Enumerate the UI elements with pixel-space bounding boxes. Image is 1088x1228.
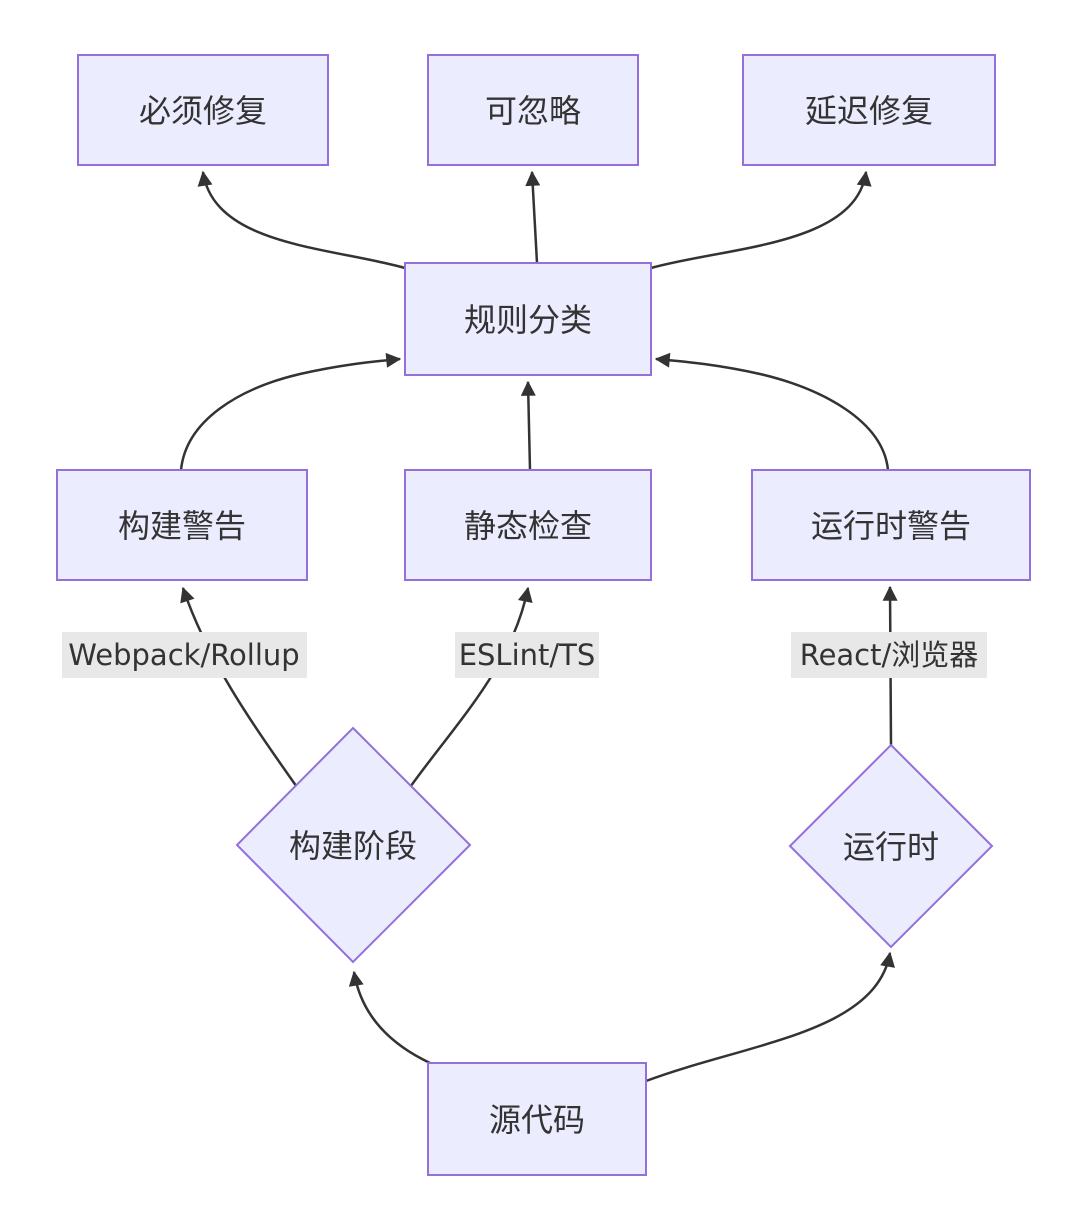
edge-source-to-build-phase xyxy=(348,970,431,1065)
node-build-phase: 构建阶段 xyxy=(235,726,472,964)
node-box xyxy=(77,54,329,166)
node-ignorable: 可忽略 xyxy=(427,54,639,166)
node-box xyxy=(404,469,652,581)
edge-label-react-browser: React/浏览器 xyxy=(791,632,987,678)
node-label: 可忽略 xyxy=(485,92,581,130)
edge-rule-classify-to-ignorable xyxy=(525,170,541,264)
node-label: 必须修复 xyxy=(139,92,267,130)
node-label: 构建阶段 xyxy=(289,827,417,865)
node-label: 延迟修复 xyxy=(805,92,933,130)
edge-label-bg xyxy=(791,632,987,678)
edge-label-text: Webpack/Rollup xyxy=(68,638,299,672)
edge-label-eslint-ts: ESLint/TS xyxy=(455,632,599,678)
edge-label-bg xyxy=(455,632,599,678)
node-box xyxy=(742,54,996,166)
node-diamond-shape xyxy=(788,743,994,949)
node-diamond-shape xyxy=(235,726,472,964)
edge-build-phase-to-build-warning xyxy=(180,586,301,791)
node-runtime-warning: 运行时警告 xyxy=(751,469,1031,581)
node-box xyxy=(427,54,639,166)
node-box xyxy=(56,469,308,581)
node-static-check: 静态检查 xyxy=(404,469,652,581)
node-label: 构建警告 xyxy=(118,507,246,545)
node-label: 规则分类 xyxy=(464,301,592,339)
edge-label-text: ESLint/TS xyxy=(459,638,596,672)
edge-label-webpack-rollup: Webpack/Rollup xyxy=(62,632,307,678)
edge-rule-classify-to-must-fix xyxy=(197,170,406,270)
edge-rule-classify-to-deferred-fix xyxy=(650,170,872,270)
edge-runtime-warning-to-rule-classify xyxy=(654,352,890,471)
node-label: 源代码 xyxy=(489,1101,585,1139)
edge-label-text: React/浏览器 xyxy=(800,638,979,672)
node-deferred-fix: 延迟修复 xyxy=(742,54,996,166)
node-label: 静态检查 xyxy=(464,507,592,545)
node-source: 源代码 xyxy=(427,1062,647,1176)
edge-static-check-to-rule-classify xyxy=(520,380,536,471)
edge-source-to-runtime-phase xyxy=(645,951,895,1083)
edge-label-bg xyxy=(62,632,307,678)
node-box xyxy=(404,262,652,376)
node-label: 运行时警告 xyxy=(811,507,971,545)
edge-build-phase-to-static-check xyxy=(406,586,533,791)
edge-build-warning-to-rule-classify xyxy=(179,352,402,471)
node-box xyxy=(427,1062,647,1176)
node-box xyxy=(751,469,1031,581)
node-runtime-phase: 运行时 xyxy=(788,743,994,949)
node-must-fix: 必须修复 xyxy=(77,54,329,166)
node-label: 运行时 xyxy=(843,828,939,866)
node-rule-classify: 规则分类 xyxy=(404,262,652,376)
node-build-warning: 构建警告 xyxy=(56,469,308,581)
